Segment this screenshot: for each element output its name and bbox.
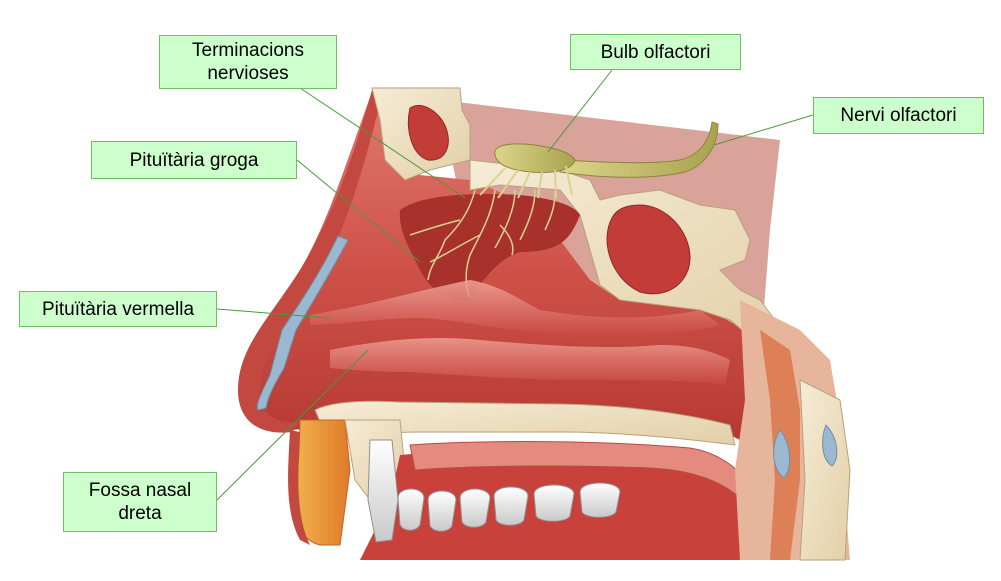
label-fossa-line2: dreta	[118, 503, 162, 524]
tooth-2	[397, 488, 425, 531]
vertebra	[799, 379, 851, 561]
tooth-3	[427, 490, 457, 532]
label-nervi-olfactori: Nervi olfactori	[813, 97, 984, 134]
label-bulb-text: Bulb olfactori	[600, 41, 711, 63]
olfactory-bulb	[494, 143, 576, 173]
frontal-sinus	[407, 105, 449, 161]
nasal-cartilage	[256, 235, 349, 411]
nose-skin	[238, 90, 382, 433]
incisor	[367, 439, 399, 543]
label-fossa-nasal-dreta: Fossa nasal dreta	[63, 472, 217, 532]
label-vermella-text: Pituïtària vermella	[41, 298, 195, 320]
tooth-7	[579, 482, 621, 518]
tooth-5	[493, 486, 529, 526]
leader-vermella	[216, 308, 331, 319]
upper-teeth	[367, 439, 621, 543]
olfactory-filaments	[479, 165, 573, 199]
label-terminacions-line1: Terminacions	[192, 40, 304, 61]
olfactory-region	[399, 193, 580, 301]
label-fossa-line1: Fossa nasal	[88, 480, 192, 501]
upper-lip	[295, 419, 351, 546]
leader-fossa	[216, 349, 369, 501]
label-nervi-text: Nervi olfactori	[840, 105, 957, 126]
vertebral-cartilage-2	[822, 424, 838, 467]
olfactory-nerve	[559, 121, 719, 178]
lip-skin	[288, 430, 310, 545]
label-pituitaria-vermella: Pituïtària vermella	[19, 291, 217, 327]
label-pituitaria-groga: Pituïtària groga	[91, 141, 297, 179]
sphenoid-sinus	[606, 204, 691, 295]
label-bulb-olfactori: Bulb olfactori	[570, 34, 741, 70]
middle-concha	[330, 338, 730, 385]
tooth-6	[533, 484, 575, 522]
tooth-4	[459, 488, 491, 528]
leader-groga	[296, 159, 421, 263]
label-terminacions-nervioses: Terminacions nervioses	[159, 35, 337, 89]
leader-lines	[216, 69, 814, 501]
leader-bulb	[547, 69, 613, 153]
superior-concha	[310, 280, 720, 337]
label-terminacions-line2: nervioses	[207, 63, 289, 84]
vertebral-cartilage	[773, 429, 790, 479]
leader-nervi	[713, 114, 814, 146]
leader-terminacions	[299, 87, 466, 199]
label-groga-text: Pituïtària groga	[129, 149, 259, 171]
